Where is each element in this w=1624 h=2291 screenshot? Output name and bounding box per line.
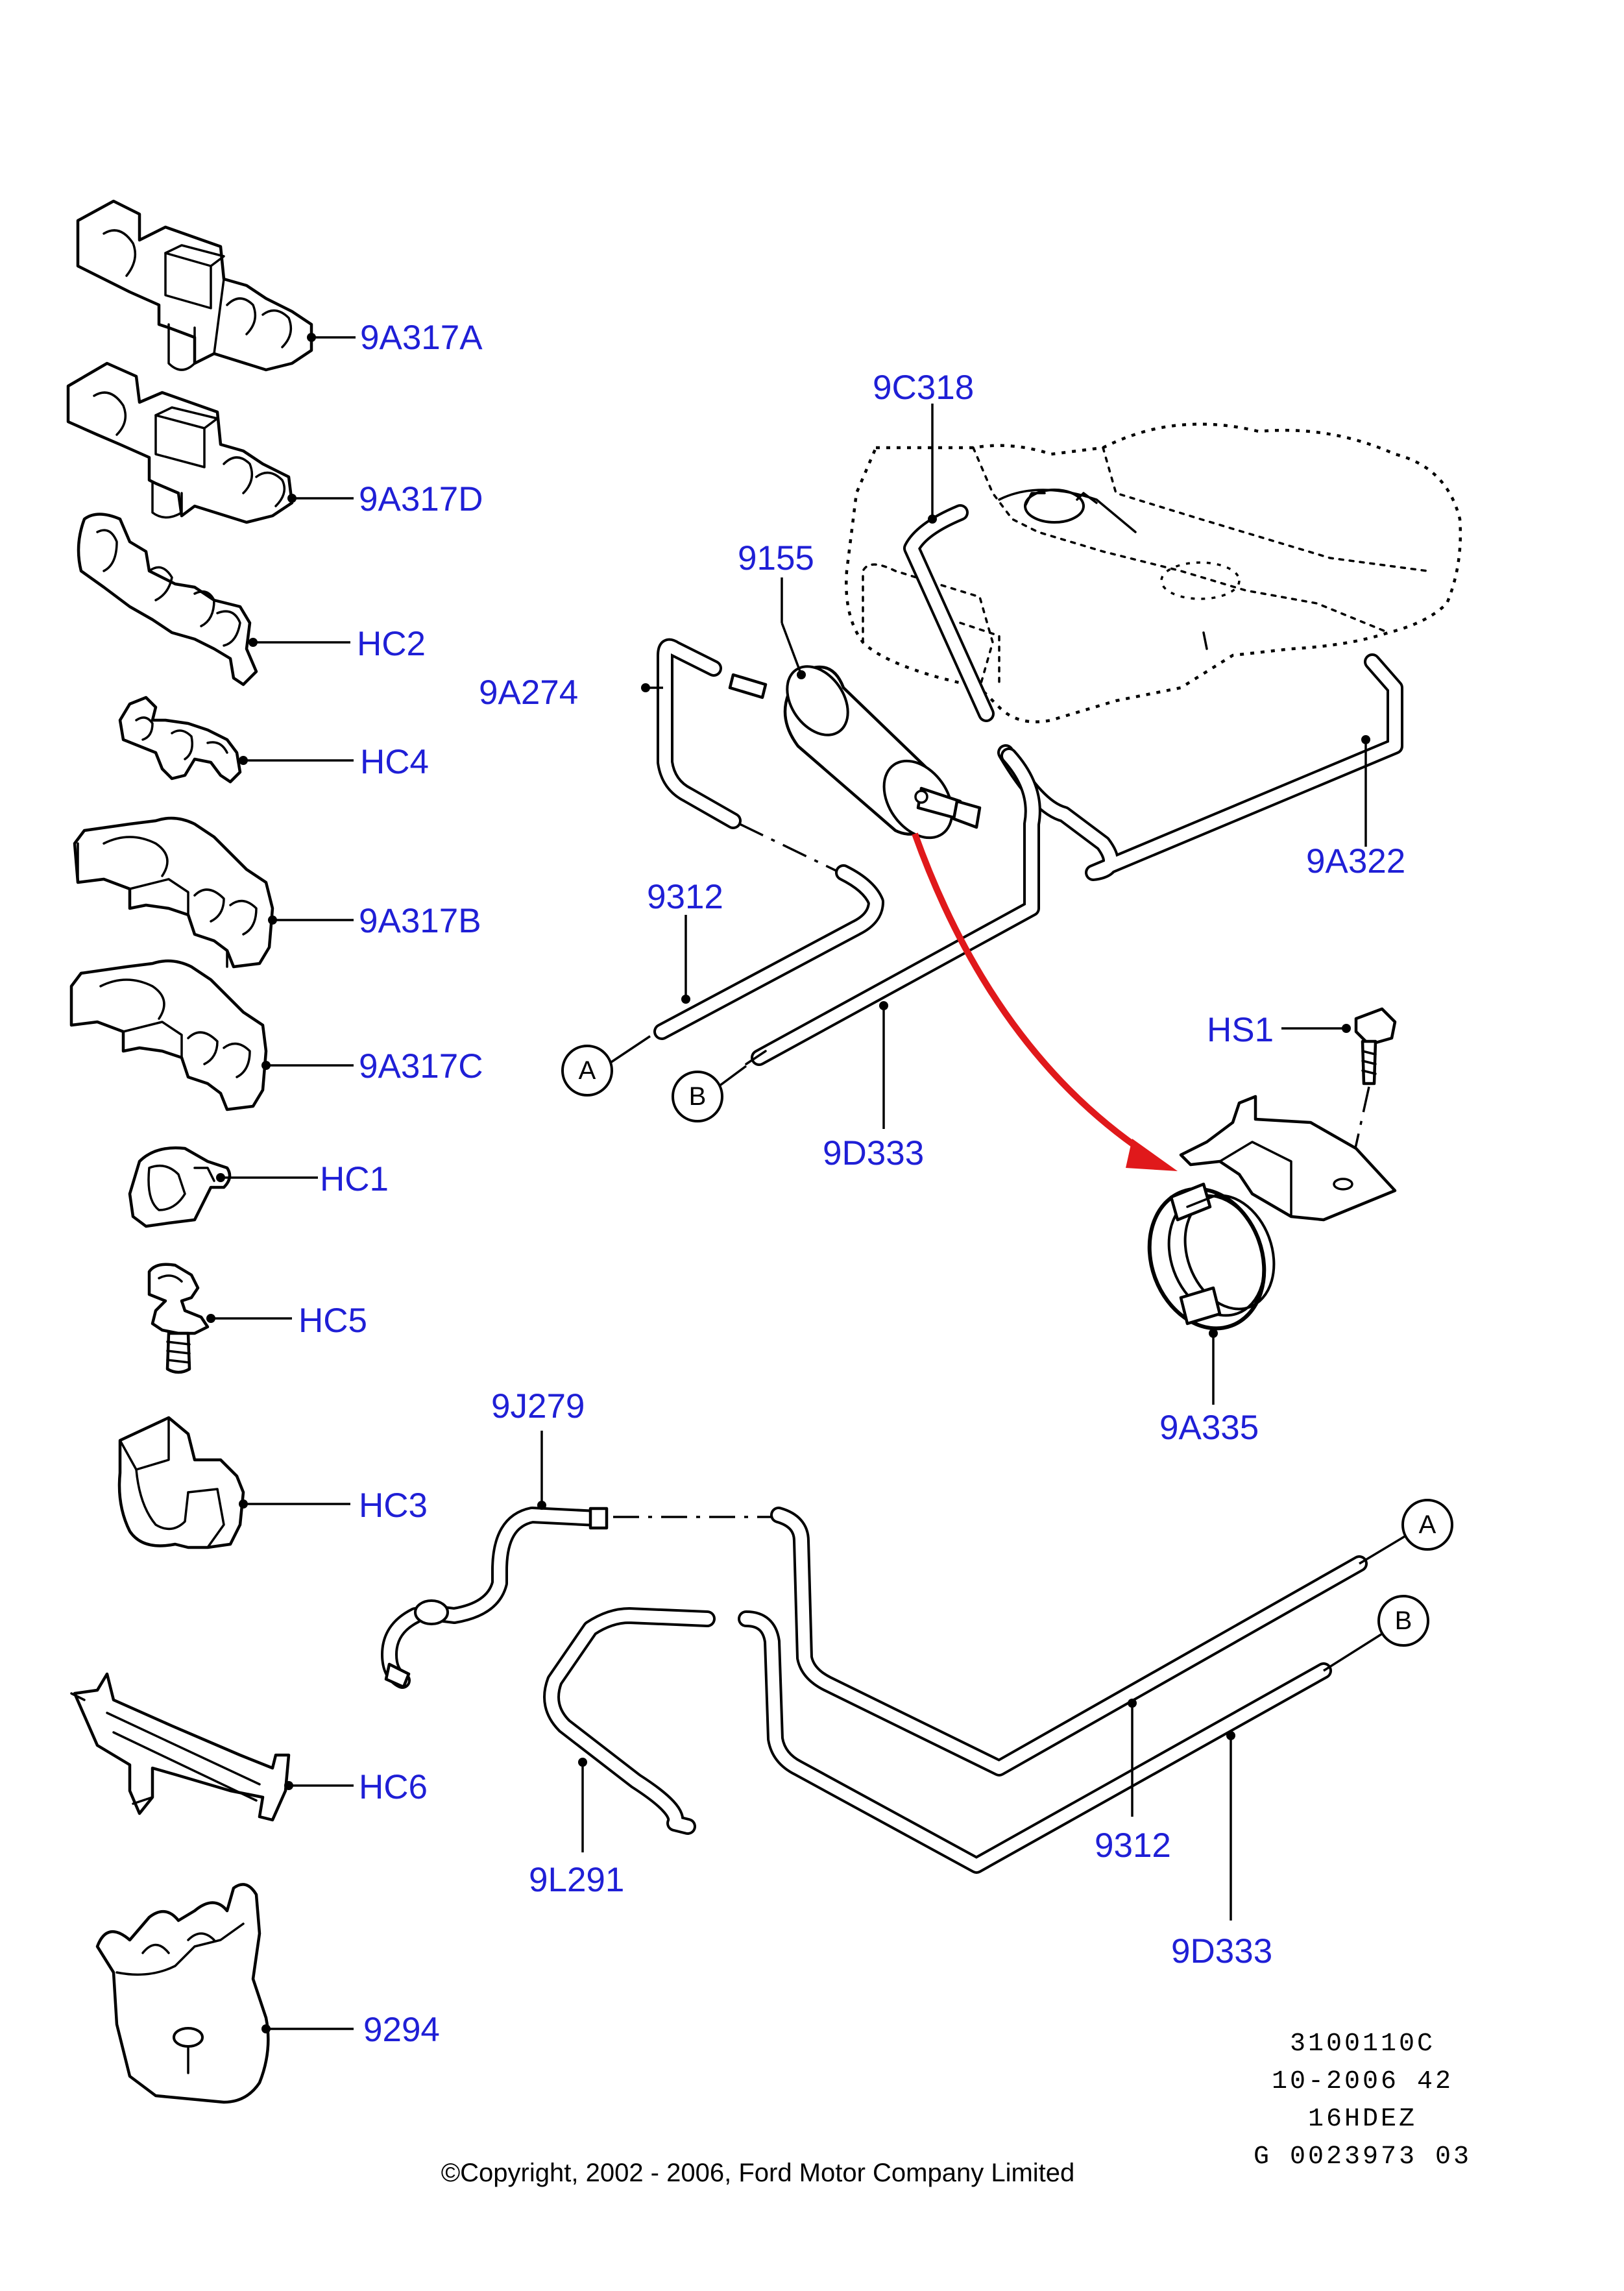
label-hc4[interactable]: HC4 (360, 743, 429, 781)
leader-dot-9312-upper (681, 995, 690, 1004)
leader-dot-9a317d (287, 494, 297, 503)
connector-b-upper-label: B (689, 1082, 707, 1111)
leader-dot-9a317b (268, 915, 277, 925)
connector-b-lower (1377, 1595, 1429, 1647)
label-hc6[interactable]: HC6 (359, 1768, 428, 1806)
leader-dot-hs1 (1342, 1024, 1351, 1033)
label-9a317a[interactable]: 9A317A (360, 319, 483, 357)
label-9d333-upper[interactable]: 9D333 (823, 1134, 924, 1172)
connector-b-lower-label: B (1395, 1606, 1412, 1635)
clip-9294-drawing (95, 1883, 270, 2104)
doc-code-line1: 3100110C (1290, 2030, 1435, 2059)
leader-dot-hc4 (239, 756, 248, 765)
leader-dot-9155 (797, 670, 806, 679)
label-hc2[interactable]: HC2 (357, 625, 426, 663)
label-9a322[interactable]: 9A322 (1306, 842, 1405, 880)
copyright-notice: ©Copyright, 2002 - 2006, Ford Motor Comp… (441, 2159, 1075, 2187)
doc-code-line2: 10-2006 42 (1272, 2067, 1453, 2096)
leader-dot-hc6 (284, 1781, 293, 1790)
label-hs1[interactable]: HS1 (1207, 1011, 1274, 1049)
clip-9a317a-drawing (76, 199, 313, 372)
leader-dot-hc2 (248, 638, 258, 647)
clip-hc3-drawing (117, 1416, 245, 1549)
doc-code-line3: 16HDEZ (1308, 2105, 1417, 2134)
leader-dot-9a335 (1209, 1329, 1218, 1338)
label-hc3[interactable]: HC3 (359, 1486, 428, 1525)
clip-hc6-drawing (70, 1672, 291, 1822)
leader-dot-9a317a (307, 333, 316, 342)
leader-dot-9l291 (578, 1758, 587, 1767)
label-9a317b[interactable]: 9A317B (359, 902, 481, 940)
label-9j279[interactable]: 9J279 (491, 1387, 585, 1425)
label-9312-upper[interactable]: 9312 (647, 878, 723, 916)
clip-9a317c-drawing (69, 959, 268, 1111)
label-9155[interactable]: 9155 (738, 539, 814, 577)
label-9a317c[interactable]: 9A317C (359, 1047, 483, 1085)
label-9c318[interactable]: 9C318 (873, 369, 974, 407)
doc-code-line4: G 0023973 03 (1254, 2142, 1472, 2172)
clip-hc4-drawing (118, 696, 242, 784)
label-9312-lower[interactable]: 9312 (1095, 1826, 1171, 1865)
label-9294[interactable]: 9294 (363, 2011, 440, 2049)
leader-dot-9a274 (641, 683, 650, 692)
leader-dot-9a317c (261, 1061, 271, 1070)
clip-hc2-drawing (77, 513, 258, 686)
red-arrow-head (1126, 1139, 1178, 1171)
clip-hc5-drawing (147, 1263, 210, 1374)
label-9d333-lower[interactable]: 9D333 (1171, 1932, 1272, 1970)
red-location-arrow (912, 832, 1150, 1158)
leader-dot-9312-lower (1128, 1699, 1137, 1708)
label-hc5[interactable]: HC5 (298, 1302, 367, 1340)
clip-hc1-drawing (128, 1146, 232, 1228)
leader-dot-hc5 (206, 1314, 215, 1323)
leader-dot-9d333-upper (879, 1001, 888, 1010)
connector-a-lower (1401, 1499, 1453, 1551)
clip-9a317b-drawing (73, 816, 274, 969)
leader-dot-hc1 (216, 1173, 225, 1182)
label-9a317d[interactable]: 9A317D (359, 480, 483, 518)
leader-dot-9294 (261, 2024, 271, 2033)
label-9a335[interactable]: 9A335 (1159, 1409, 1259, 1447)
leader-dot-hc3 (239, 1499, 248, 1509)
bracket-9a335-drawing (1147, 1095, 1397, 1331)
fuel-filter-drawing (728, 665, 982, 840)
leader-dot-9c318 (928, 515, 937, 524)
label-hc1[interactable]: HC1 (320, 1160, 389, 1198)
connector-a-upper-label: A (579, 1056, 596, 1085)
leader-dot-9a322 (1361, 735, 1370, 744)
leader-dot-9d333-lower (1226, 1731, 1235, 1740)
leader-dot-9j279 (537, 1501, 546, 1510)
connector-a-lower-label: A (1419, 1510, 1436, 1539)
bolt-hs1-drawing (1348, 1007, 1397, 1175)
label-9a274[interactable]: 9A274 (479, 673, 578, 712)
clip-9a317d-drawing (66, 361, 294, 524)
label-9l291[interactable]: 9L291 (529, 1861, 624, 1899)
connector-a-upper (561, 1045, 613, 1097)
fuel-tank-drawing (845, 422, 1462, 723)
connector-b-upper (672, 1071, 723, 1122)
